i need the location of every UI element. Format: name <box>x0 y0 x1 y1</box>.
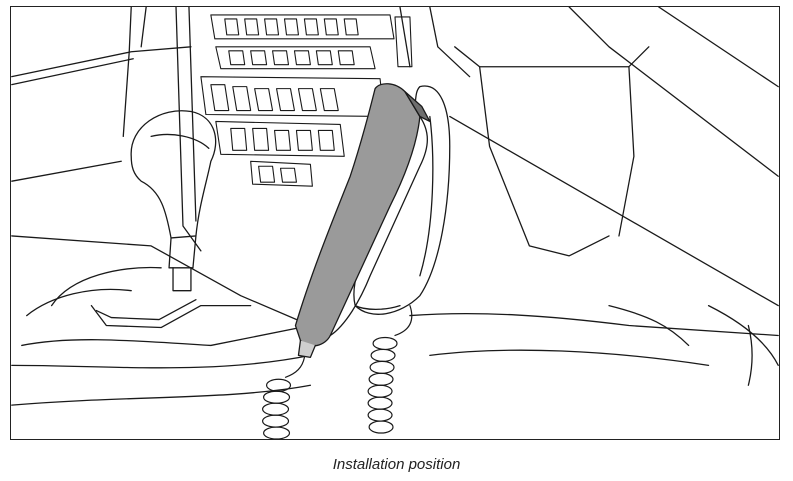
figure-frame <box>10 6 780 440</box>
handset <box>294 83 431 359</box>
installation-illustration <box>11 7 779 439</box>
center-console <box>11 266 779 406</box>
coiled-cord-right <box>367 305 413 434</box>
gear-shift <box>130 110 217 292</box>
right-trim <box>707 304 779 386</box>
radio-panel <box>200 14 413 187</box>
coiled-cord-left <box>262 356 306 439</box>
figure-caption: Installation position <box>332 456 461 473</box>
dashboard-outline <box>11 7 779 327</box>
